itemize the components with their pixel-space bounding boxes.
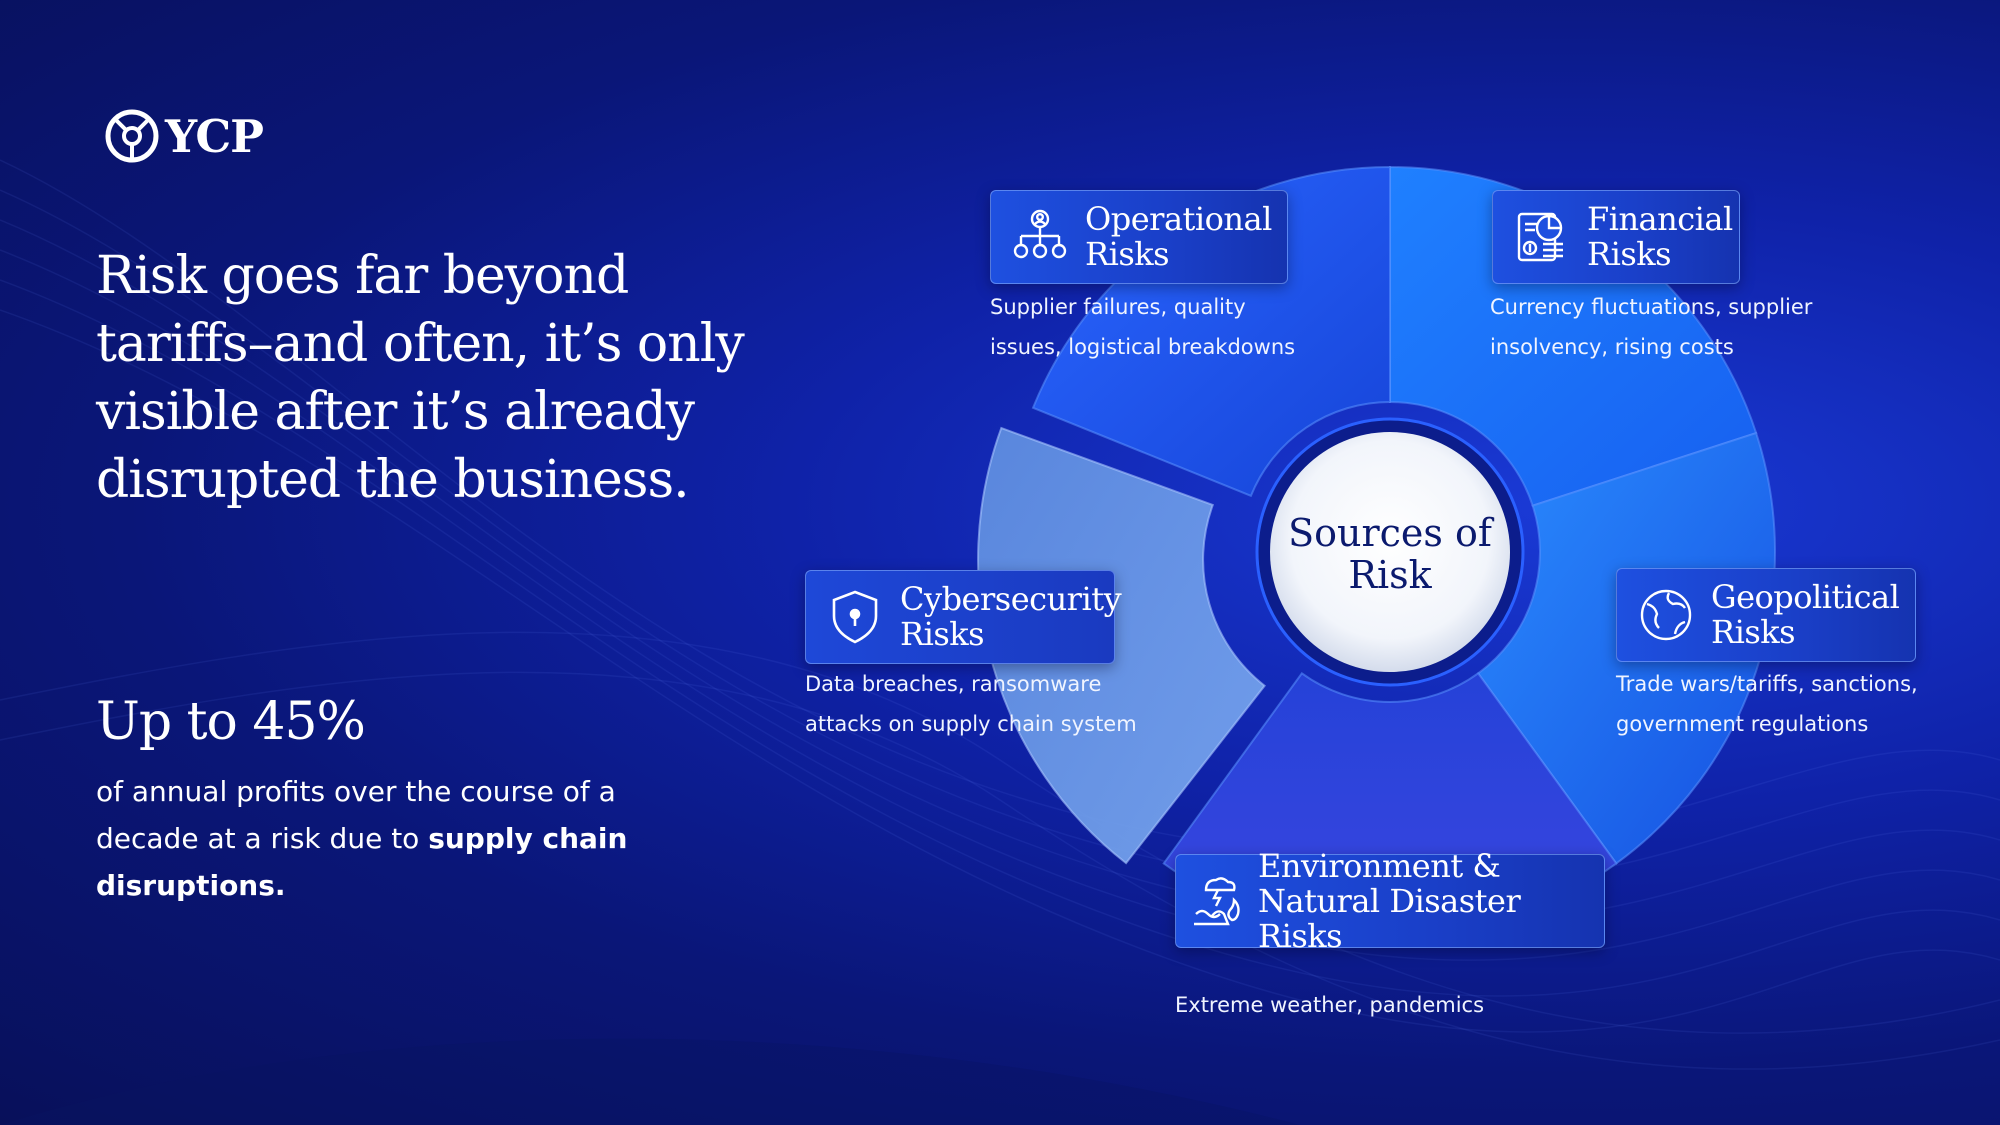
headline: Risk goes far beyond tariffs–and often, … — [96, 246, 745, 510]
card-title: Operational Risks — [1085, 200, 1272, 273]
card-title: Environment & Natural Disaster Risks — [1258, 846, 1521, 955]
segment-financial[interactable] — [1389, 165, 1758, 507]
card-environment-risks[interactable]: Environment & Natural Disaster Risks — [1175, 848, 1605, 953]
card-financial-risks[interactable]: Financial Risks — [1492, 190, 1740, 284]
card-operational-risks[interactable]: Operational Risks — [990, 190, 1288, 284]
desc-operational-risks: Supplier failures, quality issues, logis… — [990, 295, 1296, 359]
stat-value: Up to 45% — [96, 692, 366, 752]
card-title: Geopolitical Risks — [1711, 578, 1900, 651]
stat-text: of annual profits over the course of a d… — [96, 768, 696, 909]
center-label: Sources of Risk — [1288, 511, 1492, 597]
card-cybersecurity-risks[interactable]: Cybersecurity Risks — [805, 570, 1122, 664]
stat-text-bold: supply chain disruptions. — [96, 822, 628, 902]
hub-circle — [1270, 432, 1510, 672]
ycp-emblem-icon — [105, 109, 159, 163]
natural-disaster-icon — [1194, 877, 1240, 926]
desc-financial-risks: Currency fluctuations, supplier insolven… — [1490, 295, 1813, 359]
segment-operational[interactable] — [1031, 165, 1391, 498]
financial-report-icon — [1517, 212, 1563, 262]
ycp-logo[interactable]: YCP — [104, 108, 264, 164]
globe-icon — [1640, 589, 1692, 641]
card-title: Financial Risks — [1587, 200, 1733, 273]
card-geopolitical-risks[interactable]: Geopolitical Risks — [1616, 568, 1916, 662]
brand-name: YCP — [165, 109, 264, 163]
desc-geopolitical-risks: Trade wars/tariffs, sanctions, governmen… — [1616, 672, 1918, 736]
segment-cybersecurity[interactable] — [977, 426, 1266, 865]
org-chart-icon — [1013, 209, 1067, 259]
card-title: Cybersecurity Risks — [900, 580, 1122, 653]
shield-lock-icon — [832, 590, 878, 644]
desc-environment-risks: Extreme weather, pandemics — [1175, 993, 1485, 1017]
desc-cybersecurity-risks: Data breaches, ransomware attacks on sup… — [805, 672, 1137, 736]
stat-text-prefix: of annual profits over the course of a d… — [96, 775, 616, 855]
